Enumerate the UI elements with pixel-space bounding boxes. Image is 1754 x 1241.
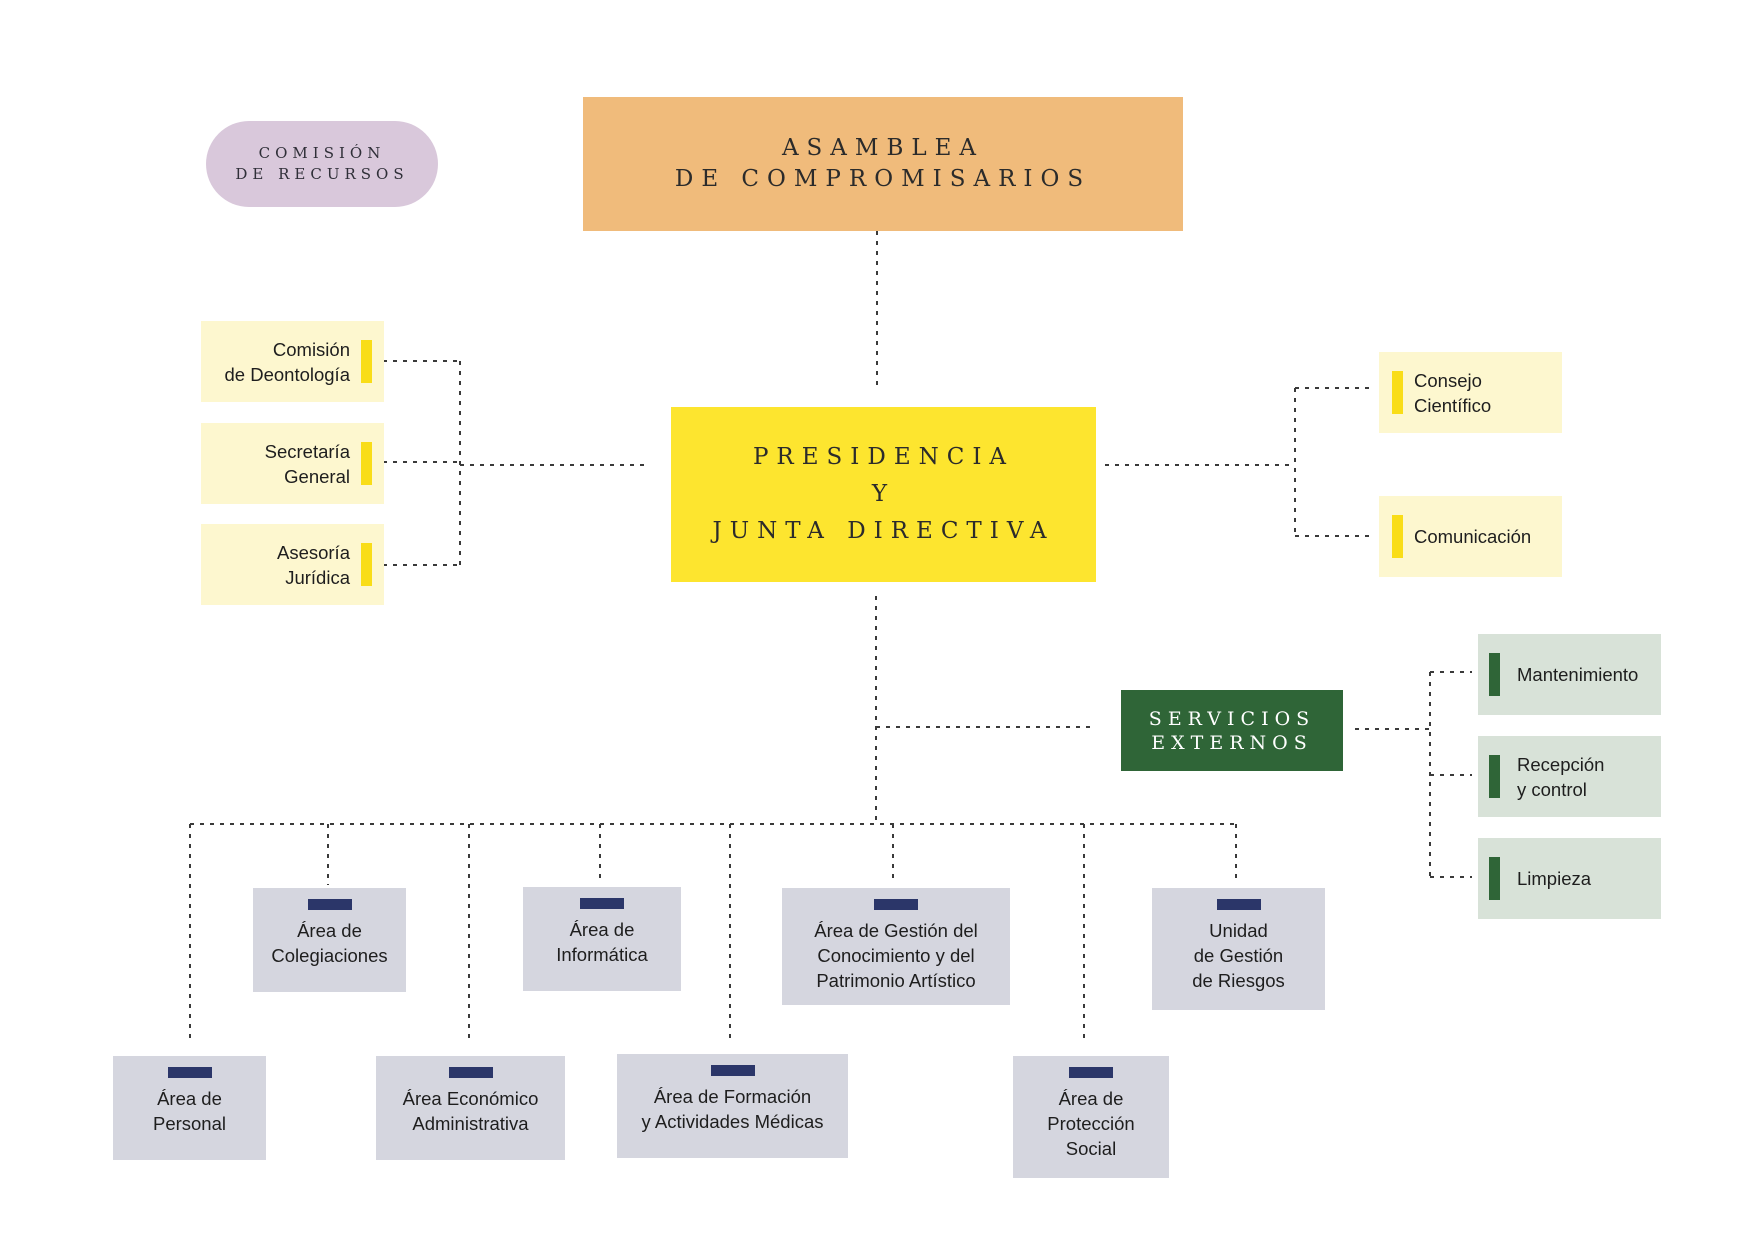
asamblea-line-1: ASAMBLEA — [781, 135, 985, 161]
area-colegiaciones-node: Área de Colegiaciones — [253, 888, 406, 992]
limpieza-node: Limpieza — [1478, 838, 1661, 919]
label-line: Informática — [556, 944, 648, 965]
area-marker — [307, 899, 352, 910]
label-line: Área de — [157, 1088, 222, 1109]
label-line: Unidad — [1209, 920, 1268, 941]
yellow-marker — [1392, 371, 1403, 414]
consejo-cientifico-node: Consejo Científico — [1379, 352, 1562, 433]
label-line: Colegiaciones — [271, 945, 388, 966]
label-line: Área Económico — [402, 1088, 539, 1109]
presidencia-node: PRESIDENCIA Y JUNTA DIRECTIVA — [671, 407, 1096, 582]
area-gestion-conocimiento-node: Área de Gestión del Conocimiento y del P… — [782, 888, 1010, 1005]
node-label: Área de Gestión del Conocimiento y del P… — [814, 918, 978, 993]
label-line: Patrimonio Artístico — [816, 970, 976, 991]
area-formacion-actividades-node: Área de Formación y Actividades Médicas — [617, 1054, 848, 1158]
label-line: Asesoría — [276, 541, 350, 563]
comision-recursos-line-2: DE RECURSOS — [235, 165, 409, 183]
recepcion-control-node: Recepción y control — [1478, 736, 1661, 817]
yellow-marker — [361, 340, 372, 383]
label-line: General — [284, 465, 350, 487]
area-marker — [710, 1065, 755, 1076]
label-line: de Gestión — [1193, 945, 1284, 966]
label-line: Recepción — [1517, 753, 1605, 775]
comunicacion-node: Comunicación — [1379, 496, 1562, 577]
presidencia-line-3: JUNTA DIRECTIVA — [712, 518, 1055, 544]
label-line: Secretaría — [264, 440, 350, 462]
node-label: Recepción y control — [1517, 752, 1604, 802]
area-economico-administrativa-node: Área Económico Administrativa — [376, 1056, 565, 1160]
green-marker — [1489, 755, 1500, 798]
area-informatica-node: Área de Informática — [523, 887, 681, 991]
node-label: Asesoría Jurídica — [277, 540, 350, 590]
label-line: Limpieza — [1517, 868, 1592, 889]
node-label: Unidad de Gestión de Riesgos — [1192, 918, 1285, 993]
presidencia-line-1: PRESIDENCIA — [752, 444, 1015, 470]
green-marker — [1489, 653, 1500, 696]
label-line: Comisión — [272, 338, 350, 360]
label-line: Personal — [152, 1113, 226, 1134]
asamblea-line-2: DE COMPROMISARIOS — [674, 166, 1092, 192]
label-line: y control — [1517, 778, 1587, 800]
label-line: Administrativa — [412, 1113, 529, 1134]
node-label: Área de Formación y Actividades Médicas — [641, 1084, 823, 1134]
asesoria-juridica-node: Asesoría Jurídica — [201, 524, 384, 605]
node-label: Comisión de Deontología — [225, 337, 351, 387]
label-line: Área de — [569, 919, 635, 940]
area-proteccion-social-node: Área de Protección Social — [1013, 1056, 1169, 1178]
servicios-externos-node: SERVICIOS EXTERNOS — [1121, 690, 1343, 771]
comision-recursos-node: COMISIÓN DE RECURSOS — [206, 121, 438, 207]
comision-recursos-line-1: COMISIÓN — [258, 144, 386, 162]
label-line: de Riesgos — [1192, 970, 1285, 991]
presidencia-line-2: Y — [871, 481, 896, 507]
area-marker — [1216, 899, 1261, 910]
label-line: Área de Formación — [653, 1086, 812, 1107]
yellow-marker — [361, 543, 372, 586]
area-marker — [874, 899, 918, 910]
servicios-line-2: EXTERNOS — [1151, 731, 1313, 754]
area-personal-node: Área de Personal — [113, 1056, 266, 1160]
label-line: Área de Gestión del — [814, 920, 978, 941]
node-label: Secretaría General — [265, 439, 350, 489]
label-line: Jurídica — [285, 566, 350, 588]
asamblea-node: ASAMBLEA DE COMPROMISARIOS — [583, 97, 1183, 231]
label-line: Conocimiento y del — [817, 945, 975, 966]
yellow-marker — [361, 442, 372, 485]
label-line: Consejo — [1414, 369, 1482, 391]
area-marker — [448, 1067, 493, 1078]
node-label: Área de Colegiaciones — [271, 918, 387, 968]
node-label: Limpieza — [1517, 866, 1591, 891]
area-marker — [580, 898, 624, 909]
secretaria-general-node: Secretaría General — [201, 423, 384, 504]
label-line: de Deontología — [224, 363, 351, 385]
label-line: Mantenimiento — [1517, 664, 1639, 685]
label-line: Área de — [297, 920, 362, 941]
label-line: y Actividades Médicas — [641, 1111, 824, 1132]
servicios-line-1: SERVICIOS — [1148, 707, 1316, 730]
node-label: Comunicación — [1414, 524, 1531, 549]
area-marker — [167, 1067, 212, 1078]
label-line: Social — [1065, 1138, 1117, 1159]
node-label: Área Económico Administrativa — [403, 1086, 539, 1136]
node-label: Área de Informática — [556, 917, 648, 967]
label-line: Protección — [1047, 1113, 1135, 1134]
yellow-marker — [1392, 515, 1403, 558]
comision-deontologia-node: Comisión de Deontología — [201, 321, 384, 402]
unidad-gestion-riesgos-node: Unidad de Gestión de Riesgos — [1152, 888, 1325, 1010]
node-label: Consejo Científico — [1414, 368, 1491, 418]
mantenimiento-node: Mantenimiento — [1478, 634, 1661, 715]
label-line: Área de — [1058, 1088, 1124, 1109]
node-label: Mantenimiento — [1517, 662, 1638, 687]
node-label: Área de Personal — [153, 1086, 226, 1136]
node-label: Área de Protección Social — [1047, 1086, 1134, 1161]
label-line: Científico — [1414, 394, 1492, 416]
green-marker — [1489, 857, 1500, 900]
label-line: Comunicación — [1414, 526, 1532, 547]
area-marker — [1069, 1067, 1113, 1078]
